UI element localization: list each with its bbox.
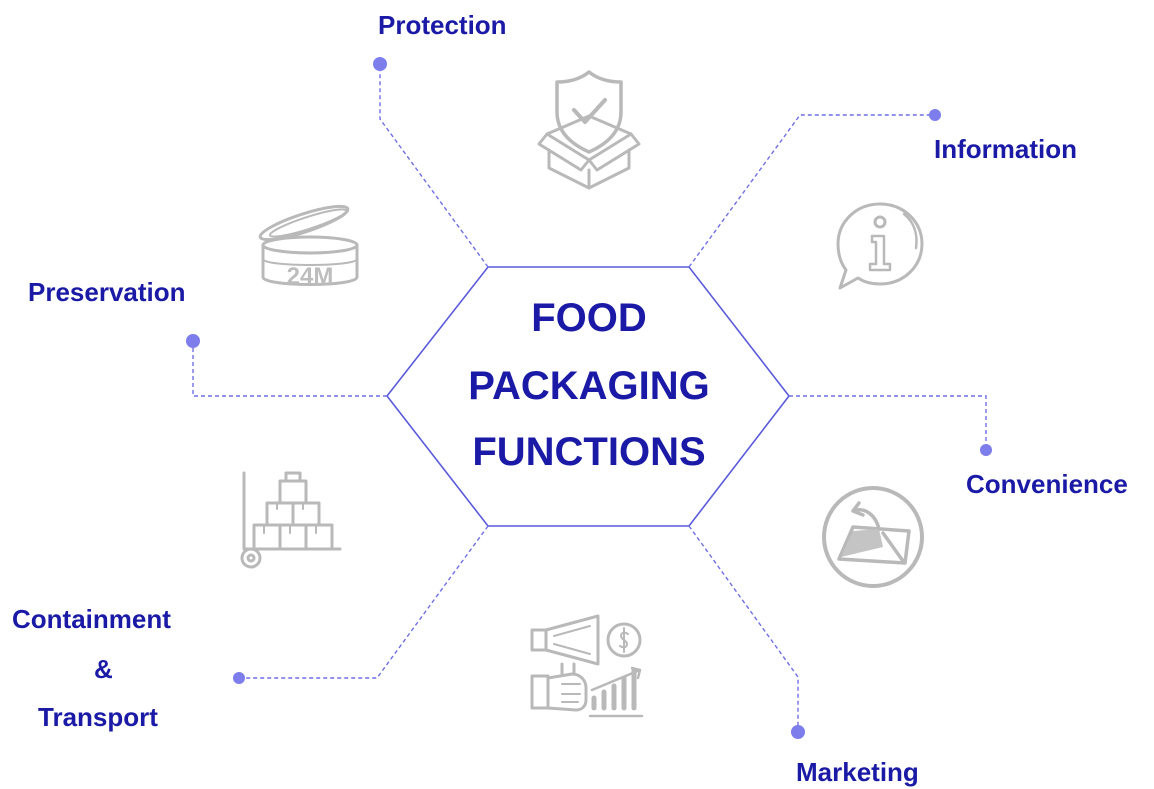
shield-box-icon [537,70,641,190]
label-convenience: Convenience [966,469,1128,499]
dot-containment [233,672,245,684]
hand-truck-boxes-icon [240,471,342,569]
label-containment-ampersand: & [94,654,113,684]
dot-convenience [980,444,992,456]
dot-protection [373,57,387,71]
open-jar-24m-icon [258,204,359,286]
label-marketing: Marketing [796,757,919,787]
easy-open-package-icon [822,486,924,588]
connector-preservation [192,341,387,397]
title-line-3: FUNCTIONS [472,430,706,474]
label-containment: Containment [12,604,171,634]
label-information: Information [934,134,1077,164]
label-transport: Transport [38,702,158,732]
title-line-2: PACKAGING [468,364,710,408]
connector-containment [239,525,489,679]
label-preservation: Preservation [28,277,186,307]
info-speech-bubble-icon [836,202,924,290]
jar-24m-text: 24M [287,263,334,290]
connector-convenience [789,395,987,450]
title-line-1: FOOD [531,296,647,340]
label-protection: Protection [378,10,507,40]
dot-preservation [186,334,200,348]
connector-information [688,114,935,268]
megaphone-growth-icon [530,614,644,718]
dot-marketing [791,725,805,739]
connector-marketing [688,525,799,732]
connector-protection [379,64,489,268]
dot-information [929,109,941,121]
